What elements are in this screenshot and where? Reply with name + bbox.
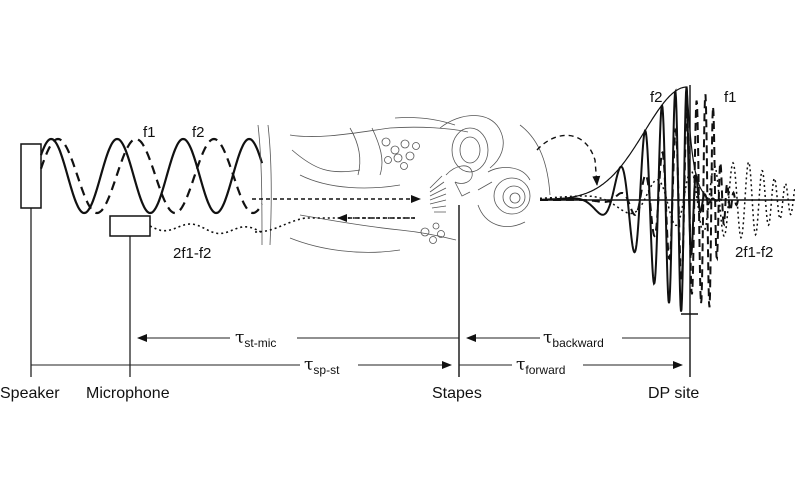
delay-backward-label: τbackward: [543, 328, 604, 350]
envelope-f2: [540, 86, 706, 201]
delay-sp-st-label: τsp-st: [304, 355, 340, 377]
speaker-label: Speaker: [0, 385, 60, 402]
traveling-wave-f2: [540, 86, 723, 312]
label-f1-left: f1: [143, 124, 156, 141]
stapes-label: Stapes: [432, 385, 482, 402]
label-f2-left: f2: [192, 124, 205, 141]
label-f2-right: f2: [650, 89, 663, 106]
label-f1-right: f1: [724, 89, 737, 106]
backward-emission-path: [254, 217, 415, 233]
traveling-wave-f1: [540, 94, 741, 308]
wave-2f1-f2-left: [149, 223, 263, 235]
wave-f2-left: [39, 137, 264, 215]
microphone-box: [109, 215, 151, 237]
delay-forward-label: τforward: [516, 355, 565, 377]
dp-site-label: DP site: [648, 385, 699, 402]
delay-st-mic-label: τst-mic: [235, 328, 276, 350]
travel-to-dp-arrow: [536, 134, 601, 186]
label-2f1-f2-left: 2f1-f2: [173, 245, 211, 262]
traveling-wave-2f1-f2: [540, 160, 795, 239]
label-2f1-f2-right: 2f1-f2: [735, 244, 773, 261]
wave-f1-left: [39, 137, 263, 215]
microphone-label: Microphone: [86, 385, 170, 402]
speaker-box: [20, 143, 42, 209]
ear-anatomy-illustration: [257, 115, 551, 253]
